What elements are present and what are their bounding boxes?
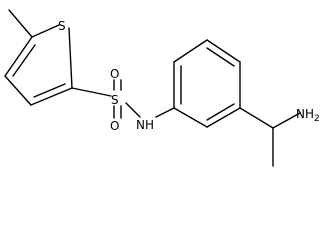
bond-s1-c2 [68,27,73,89]
bond-chiral-amine [272,112,301,129]
atom-label-amine: NH2 [296,107,320,124]
bond-c4-c5 [4,36,33,77]
molecule-structure: S S O O NH NH2 [4,9,320,167]
bond-c2-c3-inner [33,83,66,98]
bond-ring-2 [173,39,208,63]
bond-ring-5 [206,107,241,128]
bond-c4-c5-inner [12,44,36,77]
bond-ring-6 [173,107,208,128]
atom-label-oxygen-top: O [110,67,119,81]
bonds [4,9,301,167]
bond-c3-c4 [4,75,32,106]
bond-ring-inner-3 [206,103,235,121]
atom-label-amine-subscript: 2 [314,114,320,124]
atom-label-sulfonyl-s: S [111,93,119,107]
atom-label-thiophene-s: S [58,19,66,33]
atom-labels: S S O O NH NH2 [58,19,320,133]
bond-n-benzene [155,107,175,118]
bond-ring-chiral-c [239,107,274,129]
atom-label-nh: NH [136,118,154,132]
atom-label-oxygen-bottom: O [110,119,119,133]
bond-c2-sulfonyl [71,87,112,97]
atom-label-amine-nh: NH [296,107,314,121]
bond-ring-3 [206,39,241,63]
bond-methyl-c5 [8,9,33,38]
bond-s-n [125,102,141,118]
bond-ring-inner-2 [206,47,235,67]
bond-c5-s1 [31,24,60,38]
bond-c2-c3 [30,87,73,106]
